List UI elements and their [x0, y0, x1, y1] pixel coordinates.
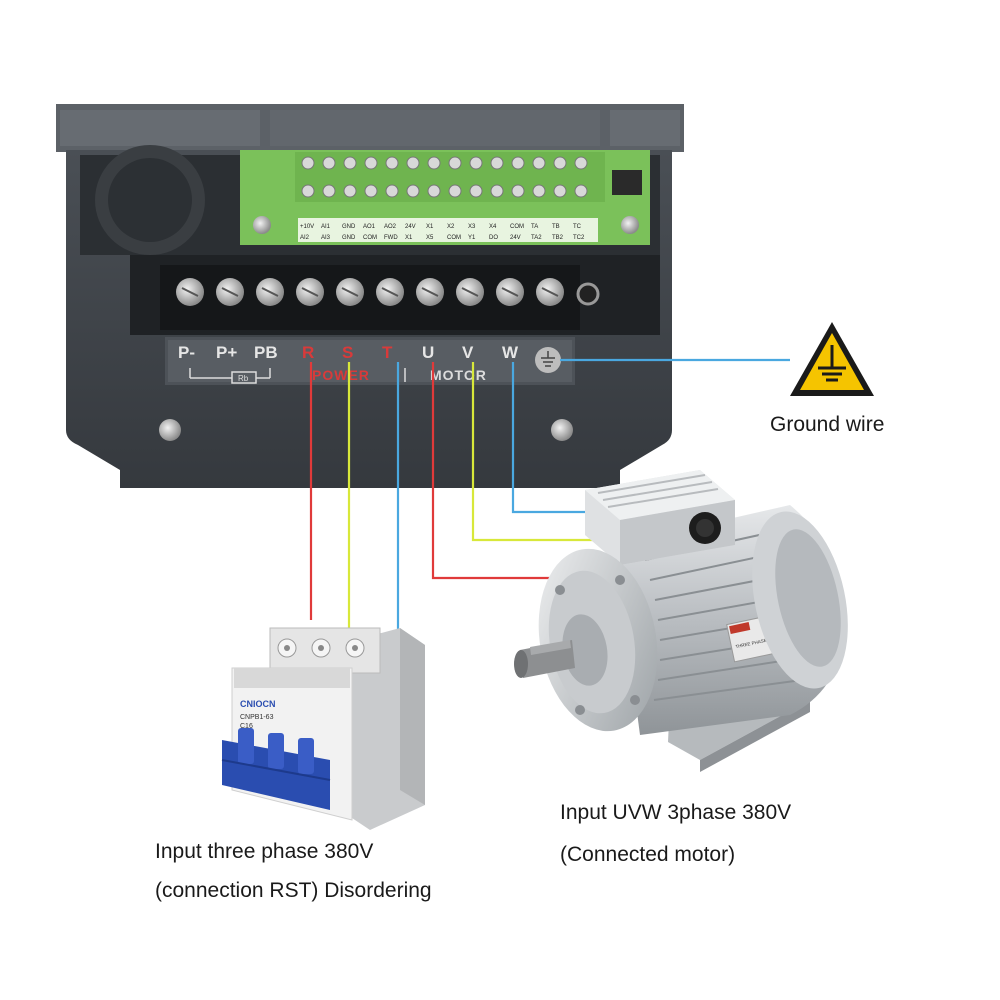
control-terminal-screw — [574, 184, 588, 198]
electric-motor: THREE PHASE MOTOR — [514, 470, 848, 772]
control-terminal-screw — [469, 184, 483, 198]
terminal-label-v: V — [462, 343, 474, 362]
motor-caption-line2: (Connected motor) — [560, 843, 736, 866]
control-terminal-screw — [448, 156, 462, 170]
motor-junction-box — [585, 470, 735, 565]
ground-icon — [818, 345, 846, 382]
control-terminal-screw — [301, 184, 315, 198]
control-terminal-label: +10V — [300, 224, 314, 230]
control-terminal-screw — [427, 184, 441, 198]
control-terminal-screw — [364, 184, 378, 198]
control-terminal-label: COM — [510, 224, 524, 230]
control-terminal-screw — [553, 184, 567, 198]
terminal-label-r: R — [302, 343, 314, 362]
control-terminal-screw — [343, 184, 357, 198]
control-terminal-screw — [490, 184, 504, 198]
control-terminal-label: TA — [531, 224, 538, 230]
control-terminal-label: COM — [363, 235, 377, 241]
control-terminal-screw — [385, 156, 399, 170]
wire-w-blue — [511, 362, 600, 514]
control-terminal-screw — [448, 184, 462, 198]
control-terminal-screw — [574, 156, 588, 170]
control-terminal-label: AI2 — [300, 235, 310, 241]
control-terminal-screw — [553, 156, 567, 170]
control-terminal-screw — [385, 184, 399, 198]
control-terminal-label: DO — [489, 235, 498, 241]
control-terminal-label: AO1 — [363, 224, 376, 230]
ground-wire-label: Ground wire — [770, 413, 885, 436]
power-group-label: POWER — [312, 367, 370, 383]
control-terminal-screw — [469, 156, 483, 170]
motor-caption-line1: Input UVW 3phase 380V — [560, 801, 792, 824]
control-terminal-label: X1 — [405, 235, 413, 241]
control-terminal-screw — [301, 156, 315, 170]
control-terminal-label: 24V — [405, 224, 416, 230]
control-terminal-label: AI1 — [321, 224, 331, 230]
input-caption-line2: (connection RST) Disordering — [155, 879, 432, 902]
control-terminal-screw — [322, 156, 336, 170]
terminal-label-u: U — [422, 343, 434, 362]
resistor-label: Rb — [238, 374, 249, 383]
control-terminal-label: TA2 — [531, 235, 542, 241]
control-terminal-label: FWD — [384, 235, 398, 241]
control-terminal-label: X1 — [426, 224, 434, 230]
breaker-model: CNPB1-63 — [240, 714, 274, 721]
control-terminal-label: X2 — [447, 224, 455, 230]
ground-symbol-plate — [535, 347, 561, 373]
motor-group-label: MOTOR — [430, 367, 487, 383]
terminal-label-t: T — [382, 343, 393, 362]
terminal-label-w: W — [502, 343, 519, 362]
control-terminal-label: X5 — [426, 235, 434, 241]
control-terminal-label: GND — [342, 224, 356, 230]
ground-terminal-screw — [576, 282, 600, 306]
control-terminal-label: Y1 — [468, 235, 476, 241]
wire-v-yellow — [471, 362, 605, 542]
control-terminal-label: TB2 — [552, 235, 564, 241]
control-terminal-screw — [322, 184, 336, 198]
control-terminal-label: TC — [573, 224, 582, 230]
control-terminal-screw — [406, 156, 420, 170]
breaker-brand: CNIOCN — [240, 699, 276, 709]
wires — [309, 358, 790, 630]
control-terminal-label: AI3 — [321, 235, 331, 241]
resistor-symbol: Rb — [189, 368, 271, 384]
motor-shaft — [514, 640, 575, 678]
control-terminal-screw — [532, 156, 546, 170]
control-terminal-screw — [532, 184, 546, 198]
control-terminal-label: TB — [552, 224, 560, 230]
control-terminal-screw — [343, 156, 357, 170]
input-caption-line1: Input three phase 380V — [155, 840, 374, 863]
terminal-label-p: P- — [178, 343, 195, 362]
control-terminal-label: GND — [342, 235, 356, 241]
control-terminal-screw — [511, 156, 525, 170]
terminal-label-p: P+ — [216, 343, 237, 362]
control-terminal-label: AO2 — [384, 224, 397, 230]
terminal-label-pb: PB — [254, 343, 278, 362]
control-terminal-label: X3 — [468, 224, 476, 230]
control-terminal-screw — [427, 156, 441, 170]
power-terminal-block — [130, 255, 660, 335]
control-terminal-label: 24V — [510, 235, 521, 241]
control-terminal-screw — [364, 156, 378, 170]
wire-u-red — [431, 362, 560, 580]
control-terminal-screw — [511, 184, 525, 198]
control-terminal-screw — [406, 184, 420, 198]
control-terminal-screw — [490, 156, 504, 170]
circuit-breaker: CNIOCN CNPB1-63 C16 — [221, 627, 425, 830]
ground-warning-sign — [790, 322, 874, 396]
control-terminal-label: TC2 — [573, 235, 585, 241]
terminal-label-s: S — [342, 343, 353, 362]
breaker-rating: C16 — [240, 723, 253, 730]
control-terminal-label: COM — [447, 235, 461, 241]
control-terminal-label: X4 — [489, 224, 497, 230]
